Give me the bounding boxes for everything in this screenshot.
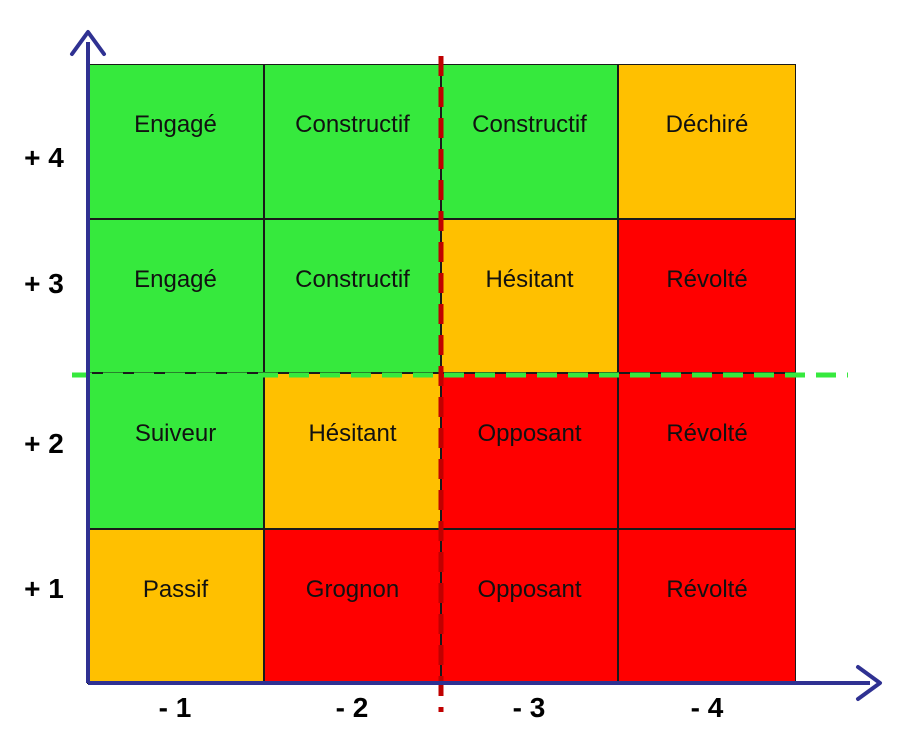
cell-label: Constructif — [295, 111, 410, 138]
y-axis-label-2: + 2 — [24, 428, 64, 459]
cell-label: Grognon — [305, 576, 400, 603]
cell-r2-c4: Révolté — [618, 219, 796, 373]
cell-r1-c3: Constructif — [441, 64, 618, 219]
x-axis-label-3: - 3 — [512, 692, 546, 723]
cell-label: Hésitant — [308, 420, 397, 447]
y-axis-label-4: + 4 — [24, 142, 64, 173]
x-axis-label-1: - 1 — [158, 692, 192, 723]
cell-r2-c2: Constructif — [264, 219, 441, 373]
cell-r4-c4: Révolté — [618, 529, 796, 684]
cell-r1-c2: Constructif — [264, 64, 441, 219]
cell-label: Engagé — [134, 266, 217, 293]
cell-label: Hésitant — [485, 266, 574, 293]
cell-r1-c4: Déchiré — [618, 64, 796, 219]
cell-label: Constructif — [472, 111, 587, 138]
cell-r3-c1: Suiveur — [87, 373, 264, 529]
cell-label: Passif — [142, 576, 209, 603]
y-axis-label-1: + 1 — [24, 573, 64, 604]
cell-r4-c2: Grognon — [264, 529, 441, 684]
x-axis-arrow-icon — [856, 665, 882, 701]
cell-r2-c3: Hésitant — [441, 219, 618, 373]
y-axis-arrow-icon — [70, 30, 106, 56]
cell-label: Constructif — [295, 266, 410, 293]
cell-r1-c1: Engagé — [87, 64, 264, 219]
cell-r3-c3: Opposant — [441, 373, 618, 529]
y-axis-label-3: + 3 — [24, 268, 64, 299]
cell-label: Révolté — [666, 266, 748, 293]
cell-label: Révolté — [666, 576, 748, 603]
cell-label: Suiveur — [134, 420, 217, 447]
x-axis-label-4: - 4 — [690, 692, 724, 723]
cell-label: Opposant — [477, 576, 582, 603]
cell-label: Révolté — [666, 420, 748, 447]
cell-r3-c4: Révolté — [618, 373, 796, 529]
cell-label: Opposant — [477, 420, 582, 447]
cell-label: Déchiré — [665, 111, 749, 138]
cell-r4-c3: Opposant — [441, 529, 618, 684]
x-axis-label-2: - 2 — [335, 692, 369, 723]
cell-r3-c2: Hésitant — [264, 373, 441, 529]
cell-r2-c1: Engagé — [87, 219, 264, 373]
cell-label: Engagé — [134, 111, 217, 138]
